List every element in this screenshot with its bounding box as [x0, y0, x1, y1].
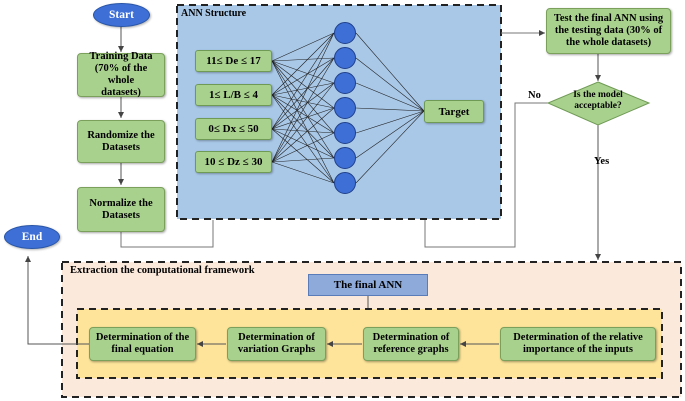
hidden-target-connection: [355, 110, 425, 159]
training-line-1: Training Data: [89, 51, 153, 62]
hidden-neuron: [334, 47, 356, 69]
input-lb: 1≤ L/B ≤ 4: [195, 84, 272, 106]
input-hidden-connection: [271, 132, 335, 163]
training-line-3: datasets): [101, 87, 141, 98]
input-hidden-connection: [271, 94, 335, 159]
step1-line-1: Determination of the relative: [513, 332, 643, 343]
step1-line-2: importance of the inputs: [523, 344, 633, 355]
input-hidden-connection: [271, 94, 335, 134]
final-ann-box: The final ANN: [308, 274, 428, 296]
hidden-neuron: [334, 147, 356, 169]
input-hidden-connection: [271, 60, 335, 84]
step4-line-1: Determination of the: [95, 332, 190, 343]
input-hidden-connection: [271, 32, 335, 163]
input-hidden-connection: [271, 57, 335, 62]
step-relative-importance: Determination of the relative importance…: [500, 327, 656, 361]
input-hidden-connection: [271, 32, 335, 130]
hidden-target-connection: [355, 82, 425, 112]
input-hidden-connection: [271, 128, 335, 134]
input-hidden-connection: [271, 32, 335, 62]
input-hidden-connection: [271, 94, 335, 184]
input-dx: 0≤ Dx ≤ 50: [195, 118, 272, 140]
end-node: End: [4, 225, 60, 249]
input-hidden-connection: [271, 60, 335, 134]
hidden-neuron: [334, 97, 356, 119]
test-final-ann-box: Test the final ANN using the testing dat…: [546, 8, 671, 54]
input-hidden-connection: [271, 60, 335, 109]
decision-line-2: acceptable?: [574, 101, 622, 111]
input-hidden-connection: [271, 57, 335, 96]
normalize-line-1: Normalize the: [89, 197, 153, 209]
input-hidden-connection: [271, 60, 335, 184]
step2-line-2: reference graphs: [373, 344, 449, 355]
input-hidden-connection: [271, 94, 335, 109]
hidden-target-connection: [355, 110, 425, 134]
input-dz: 10 ≤ Dz ≤ 30: [195, 151, 272, 173]
test-line-2: the testing data (30% of: [554, 25, 663, 36]
step-final-equation: Determination of the final equation: [89, 327, 196, 361]
step-variation-graphs: Determination of variation Graphs: [227, 327, 326, 361]
ann-structure-title: ANN Structure: [181, 8, 247, 19]
decision-line-1: Is the model: [573, 90, 623, 100]
start-node: Start: [93, 3, 150, 27]
input-hidden-connection: [271, 82, 335, 96]
step4-line-2: final equation: [111, 344, 174, 355]
input-hidden-connection: [271, 128, 335, 159]
training-line-2: (70% of the whole: [94, 63, 148, 86]
hidden-target-connection: [355, 57, 425, 112]
hidden-target-connection: [355, 32, 425, 112]
decision-text: Is the model acceptable?: [563, 90, 633, 112]
test-line-1: Test the final ANN using: [553, 13, 664, 24]
input-hidden-connection: [271, 107, 335, 163]
hidden-neuron: [334, 72, 356, 94]
randomize-line-2: Datasets: [102, 141, 140, 153]
step-reference-graphs: Determination of reference graphs: [363, 327, 459, 361]
step2-line-1: Determination of: [372, 332, 450, 343]
extraction-title: Extraction the computational framework: [70, 265, 255, 276]
target-node: Target: [424, 100, 484, 123]
hidden-target-connection: [355, 107, 425, 112]
input-hidden-connection: [271, 107, 335, 130]
hidden-neuron: [334, 122, 356, 144]
input-de: 11≤ De ≤ 17: [195, 50, 272, 72]
input-hidden-connection: [271, 161, 335, 184]
hidden-neuron: [334, 172, 356, 194]
randomize-line-1: Randomize the: [87, 129, 155, 141]
training-data-box: Training Data (70% of the whole datasets…: [77, 51, 165, 98]
input-hidden-connection: [271, 82, 335, 130]
normalize-box: Normalize the Datasets: [77, 187, 165, 232]
step3-line-1: Determination of: [238, 332, 315, 343]
step3-line-2: variation Graphs: [237, 344, 316, 355]
input-hidden-connection: [271, 157, 335, 163]
input-hidden-connection: [271, 57, 335, 130]
yes-label: Yes: [594, 156, 610, 167]
hidden-target-connection: [355, 110, 425, 184]
no-label: No: [528, 90, 541, 101]
normalize-line-2: Datasets: [102, 209, 140, 221]
input-hidden-connection: [271, 60, 335, 159]
input-hidden-connection: [271, 128, 335, 184]
randomize-box: Randomize the Datasets: [77, 120, 165, 163]
input-hidden-connection: [271, 32, 335, 96]
test-line-3: the whole datasets): [565, 37, 652, 48]
hidden-neuron: [334, 22, 356, 44]
